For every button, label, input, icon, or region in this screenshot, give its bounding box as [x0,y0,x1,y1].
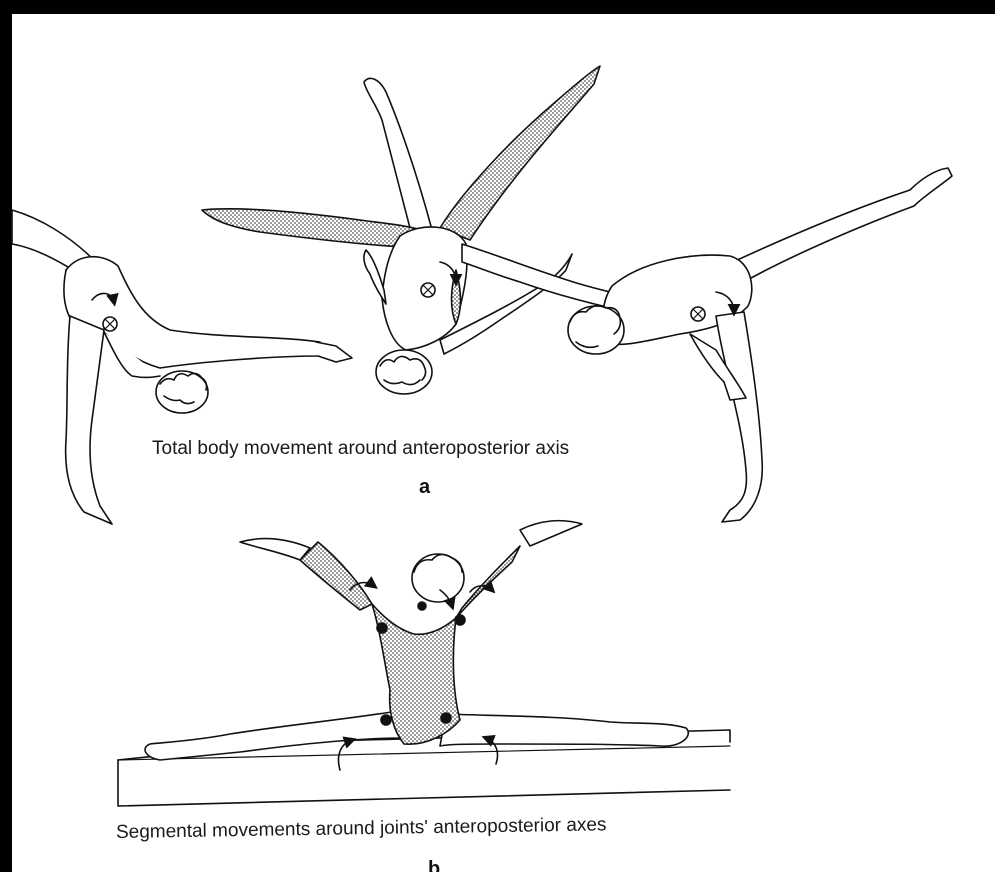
gymnast-left-figure [12,210,352,524]
panel-a-caption: Total body movement around anteroposteri… [152,438,569,460]
panel-a-label: a [419,476,430,499]
gymnast-right-figure [462,168,952,522]
gymnast-split-figure [145,521,688,770]
panel-b-label: b [428,858,440,872]
